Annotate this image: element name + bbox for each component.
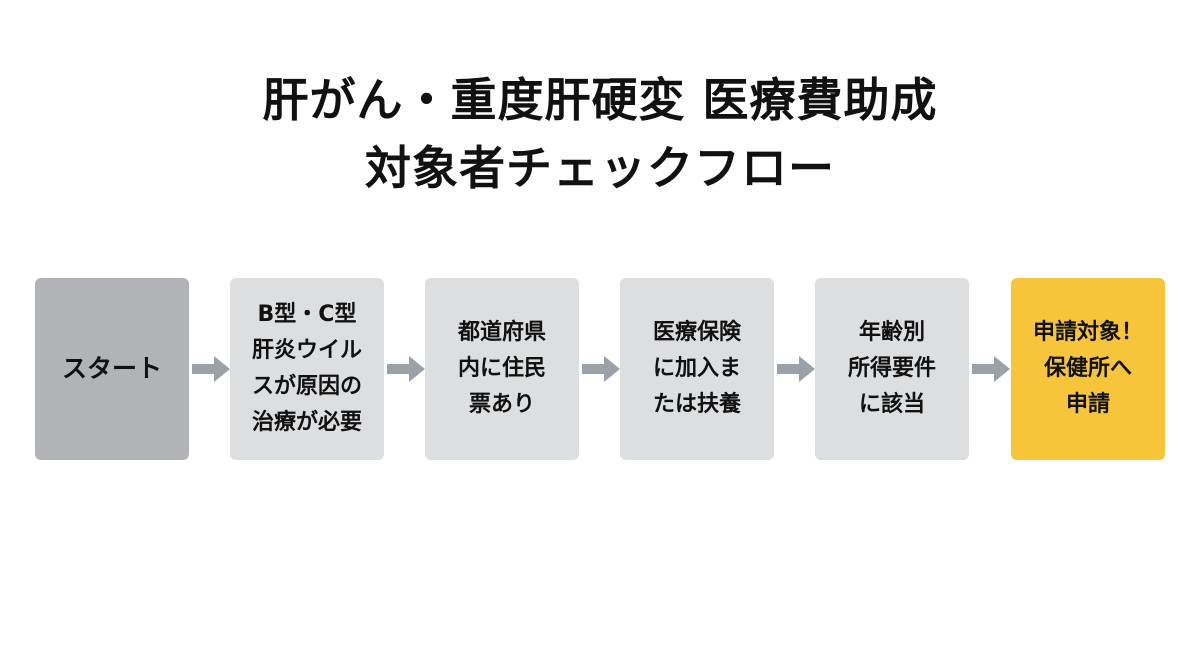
arrow-right-icon [387, 356, 425, 382]
arrow-right-icon [972, 356, 1010, 382]
step-start-label: スタート [61, 354, 162, 383]
step-hepatitis-cause: B型・C型肝炎ウイルスが原因の治療が必要 [230, 278, 384, 460]
title-line-1: 肝がん・重度肝硬変 医療費助成 [262, 73, 938, 127]
step-apply: 申請対象！保健所へ申請 [1011, 278, 1165, 460]
arrow-right-icon [192, 356, 230, 382]
step-hepatitis-cause-label: B型・C型肝炎ウイルスが原因の治療が必要 [251, 302, 362, 435]
step-insurance-label: 医療保険に加入または扶養 [652, 320, 741, 417]
arrow-right-icon [582, 356, 620, 382]
arrow-right-icon [777, 356, 815, 382]
step-residency-label: 都道府県内に住民票あり [457, 320, 546, 417]
check-flow: スタート B型・C型肝炎ウイルスが原因の治療が必要 都道府県内に住民票あり 医療… [35, 278, 1165, 460]
step-income: 年齢別所得要件に該当 [815, 278, 969, 460]
step-income-label: 年齢別所得要件に該当 [847, 320, 936, 417]
step-apply-label: 申請対象！保健所へ申請 [1032, 320, 1143, 417]
page-title: 肝がん・重度肝硬変 医療費助成 対象者チェックフロー [0, 66, 1200, 202]
step-residency: 都道府県内に住民票あり [425, 278, 579, 460]
step-start: スタート [35, 278, 189, 460]
step-insurance: 医療保険に加入または扶養 [620, 278, 774, 460]
title-line-2: 対象者チェックフロー [365, 141, 835, 195]
